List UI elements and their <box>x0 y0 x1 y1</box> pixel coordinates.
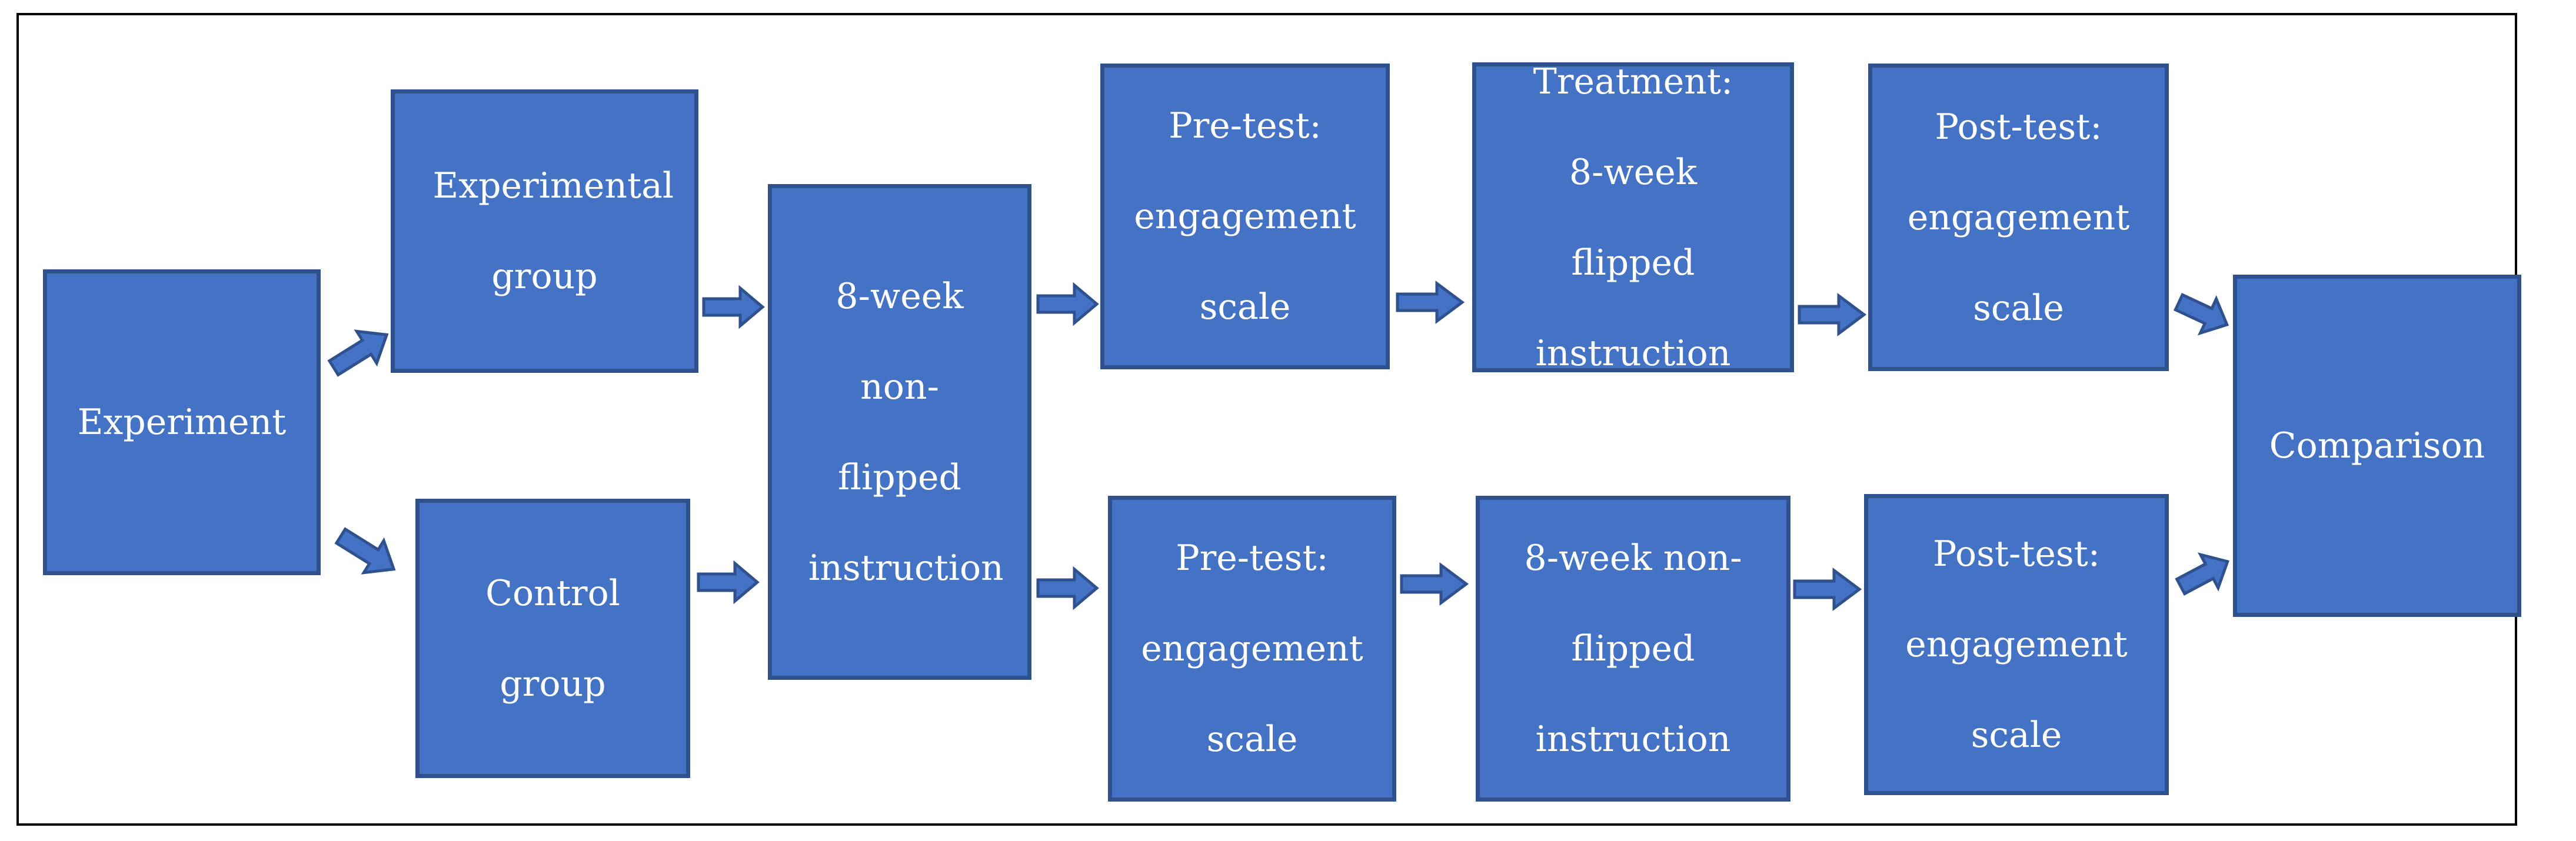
node-pretest-control: Pre-test: engagement scale <box>1108 496 1396 802</box>
arrow-pretest-exp-to-treatment <box>1396 281 1465 324</box>
node-treatment-flipped: Treatment: 8-week flipped instruction <box>1472 61 1794 374</box>
node-comparison: Comparison <box>2233 275 2521 617</box>
arrow-experiment-to-experimental-group <box>327 329 389 377</box>
node-pretest-experimental: Pre-test: engagement scale <box>1100 64 1390 369</box>
arrow-control-group-to-nonflipped <box>697 560 760 605</box>
node-experiment: Experiment <box>43 269 321 575</box>
node-experiment-label: Experiment <box>77 402 287 443</box>
node-comparison-label: Comparison <box>2269 425 2485 466</box>
arrow-experiment-to-control-group <box>334 527 396 575</box>
node-nonflipped-control: 8-week non-flipped instruction <box>1476 496 1790 802</box>
node-nonflipped-instruction: 8-week non-flipped instruction <box>768 184 1031 680</box>
node-pretest-control-label: Pre-test: engagement scale <box>1141 538 1363 760</box>
arrow-experimental-group-to-nonflipped <box>702 285 765 329</box>
node-posttest-control: Post-test: engagement scale <box>1864 494 2169 795</box>
arrow-posttest-ctrl-to-comparison <box>2175 552 2230 596</box>
node-posttest-experimental: Post-test: engagement scale <box>1868 64 2169 371</box>
node-experimental-group-label: Experimental group <box>432 165 674 297</box>
node-posttest-control-label: Post-test: engagement scale <box>1905 533 2128 756</box>
node-experimental-group: Experimental group <box>391 89 698 373</box>
node-treatment-flipped-label: Treatment: 8-week flipped instruction <box>1533 61 1733 374</box>
node-nonflipped-control-label: 8-week non-flipped instruction <box>1524 538 1742 760</box>
node-nonflipped-instruction-label: 8-week non-flipped instruction <box>808 275 1004 589</box>
node-posttest-experimental-label: Post-test: engagement scale <box>1907 106 2130 329</box>
arrow-nonflipped-to-pretest-exp <box>1036 282 1099 326</box>
arrow-posttest-exp-to-comparison <box>2173 292 2229 336</box>
arrow-nonflipped-ctrl-to-posttest-ctrl <box>1793 568 1862 611</box>
arrow-pretest-ctrl-to-nonflipped-ctrl <box>1400 562 1469 606</box>
arrow-nonflipped-to-pretest-ctrl <box>1036 566 1099 610</box>
arrow-treatment-to-posttest-exp <box>1798 293 1867 336</box>
node-control-group-label: Control group <box>485 572 620 705</box>
node-pretest-experimental-label: Pre-test: engagement scale <box>1134 105 1356 328</box>
node-control-group: Control group <box>415 499 690 778</box>
